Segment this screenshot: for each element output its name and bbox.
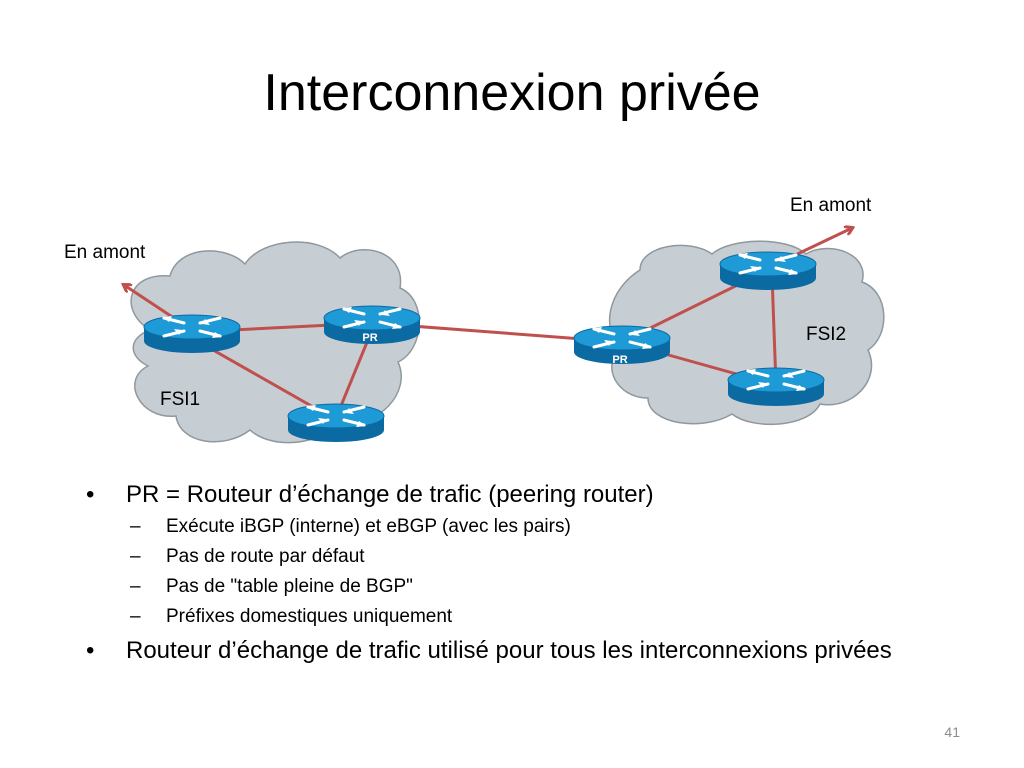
pr-badge-isp2: PR — [612, 354, 627, 366]
sub-bullet-item: – Exécute iBGP (interne) et eBGP (avec l… — [126, 512, 946, 542]
sub-bullet-list: – Exécute iBGP (interne) et eBGP (avec l… — [126, 512, 946, 632]
slide-title: Interconnexion privée — [263, 64, 761, 122]
dash-icon: – — [130, 516, 141, 537]
dash-icon: – — [130, 546, 141, 567]
sub-bullet-text: Pas de "table pleine de BGP" — [166, 576, 413, 597]
bullet-dot-icon: • — [86, 637, 95, 664]
sub-bullet-item: – Préfixes domestiques uniquement — [126, 602, 946, 632]
router-isp2-edge-icon — [718, 250, 818, 292]
bullet-text: Routeur d’échange de trafic utilisé pour… — [126, 637, 892, 664]
dash-icon: – — [130, 576, 141, 597]
upstream-label-left: En amont — [64, 242, 146, 263]
sub-bullet-text: Pas de route par défaut — [166, 546, 365, 567]
sub-bullet-item: – Pas de "table pleine de BGP" — [126, 572, 946, 602]
upstream-label-right: En amont — [790, 195, 872, 216]
router-isp2-internal-icon — [726, 366, 826, 408]
router-isp1-internal-icon — [286, 402, 386, 444]
dash-icon: – — [130, 606, 141, 627]
page-number: 41 — [944, 724, 960, 740]
network-diagram: PR PR En amont En amont FSI1 FSI2 — [64, 195, 885, 444]
bullet-text: PR = Routeur d’échange de trafic (peerin… — [126, 481, 654, 508]
sub-bullet-text: Exécute iBGP (interne) et eBGP (avec les… — [166, 516, 571, 537]
sub-bullet-text: Préfixes domestiques uniquement — [166, 606, 453, 627]
link-pr1-r2 — [334, 329, 374, 419]
bullet-item: • PR = Routeur d’échange de trafic (peer… — [86, 480, 946, 509]
bullet-dot-icon: • — [86, 481, 95, 508]
isp1-label: FSI1 — [160, 389, 200, 410]
isp2-label: FSI2 — [806, 324, 846, 345]
sub-bullet-item: – Pas de route par défaut — [126, 542, 946, 572]
router-isp1-edge-icon — [142, 313, 242, 355]
bullet-item: • Routeur d’échange de trafic utilisé po… — [86, 636, 946, 665]
link-r3-r4 — [770, 274, 778, 386]
bullet-list: • PR = Routeur d’échange de trafic (peer… — [86, 480, 946, 667]
pr-badge-isp1: PR — [362, 332, 377, 344]
